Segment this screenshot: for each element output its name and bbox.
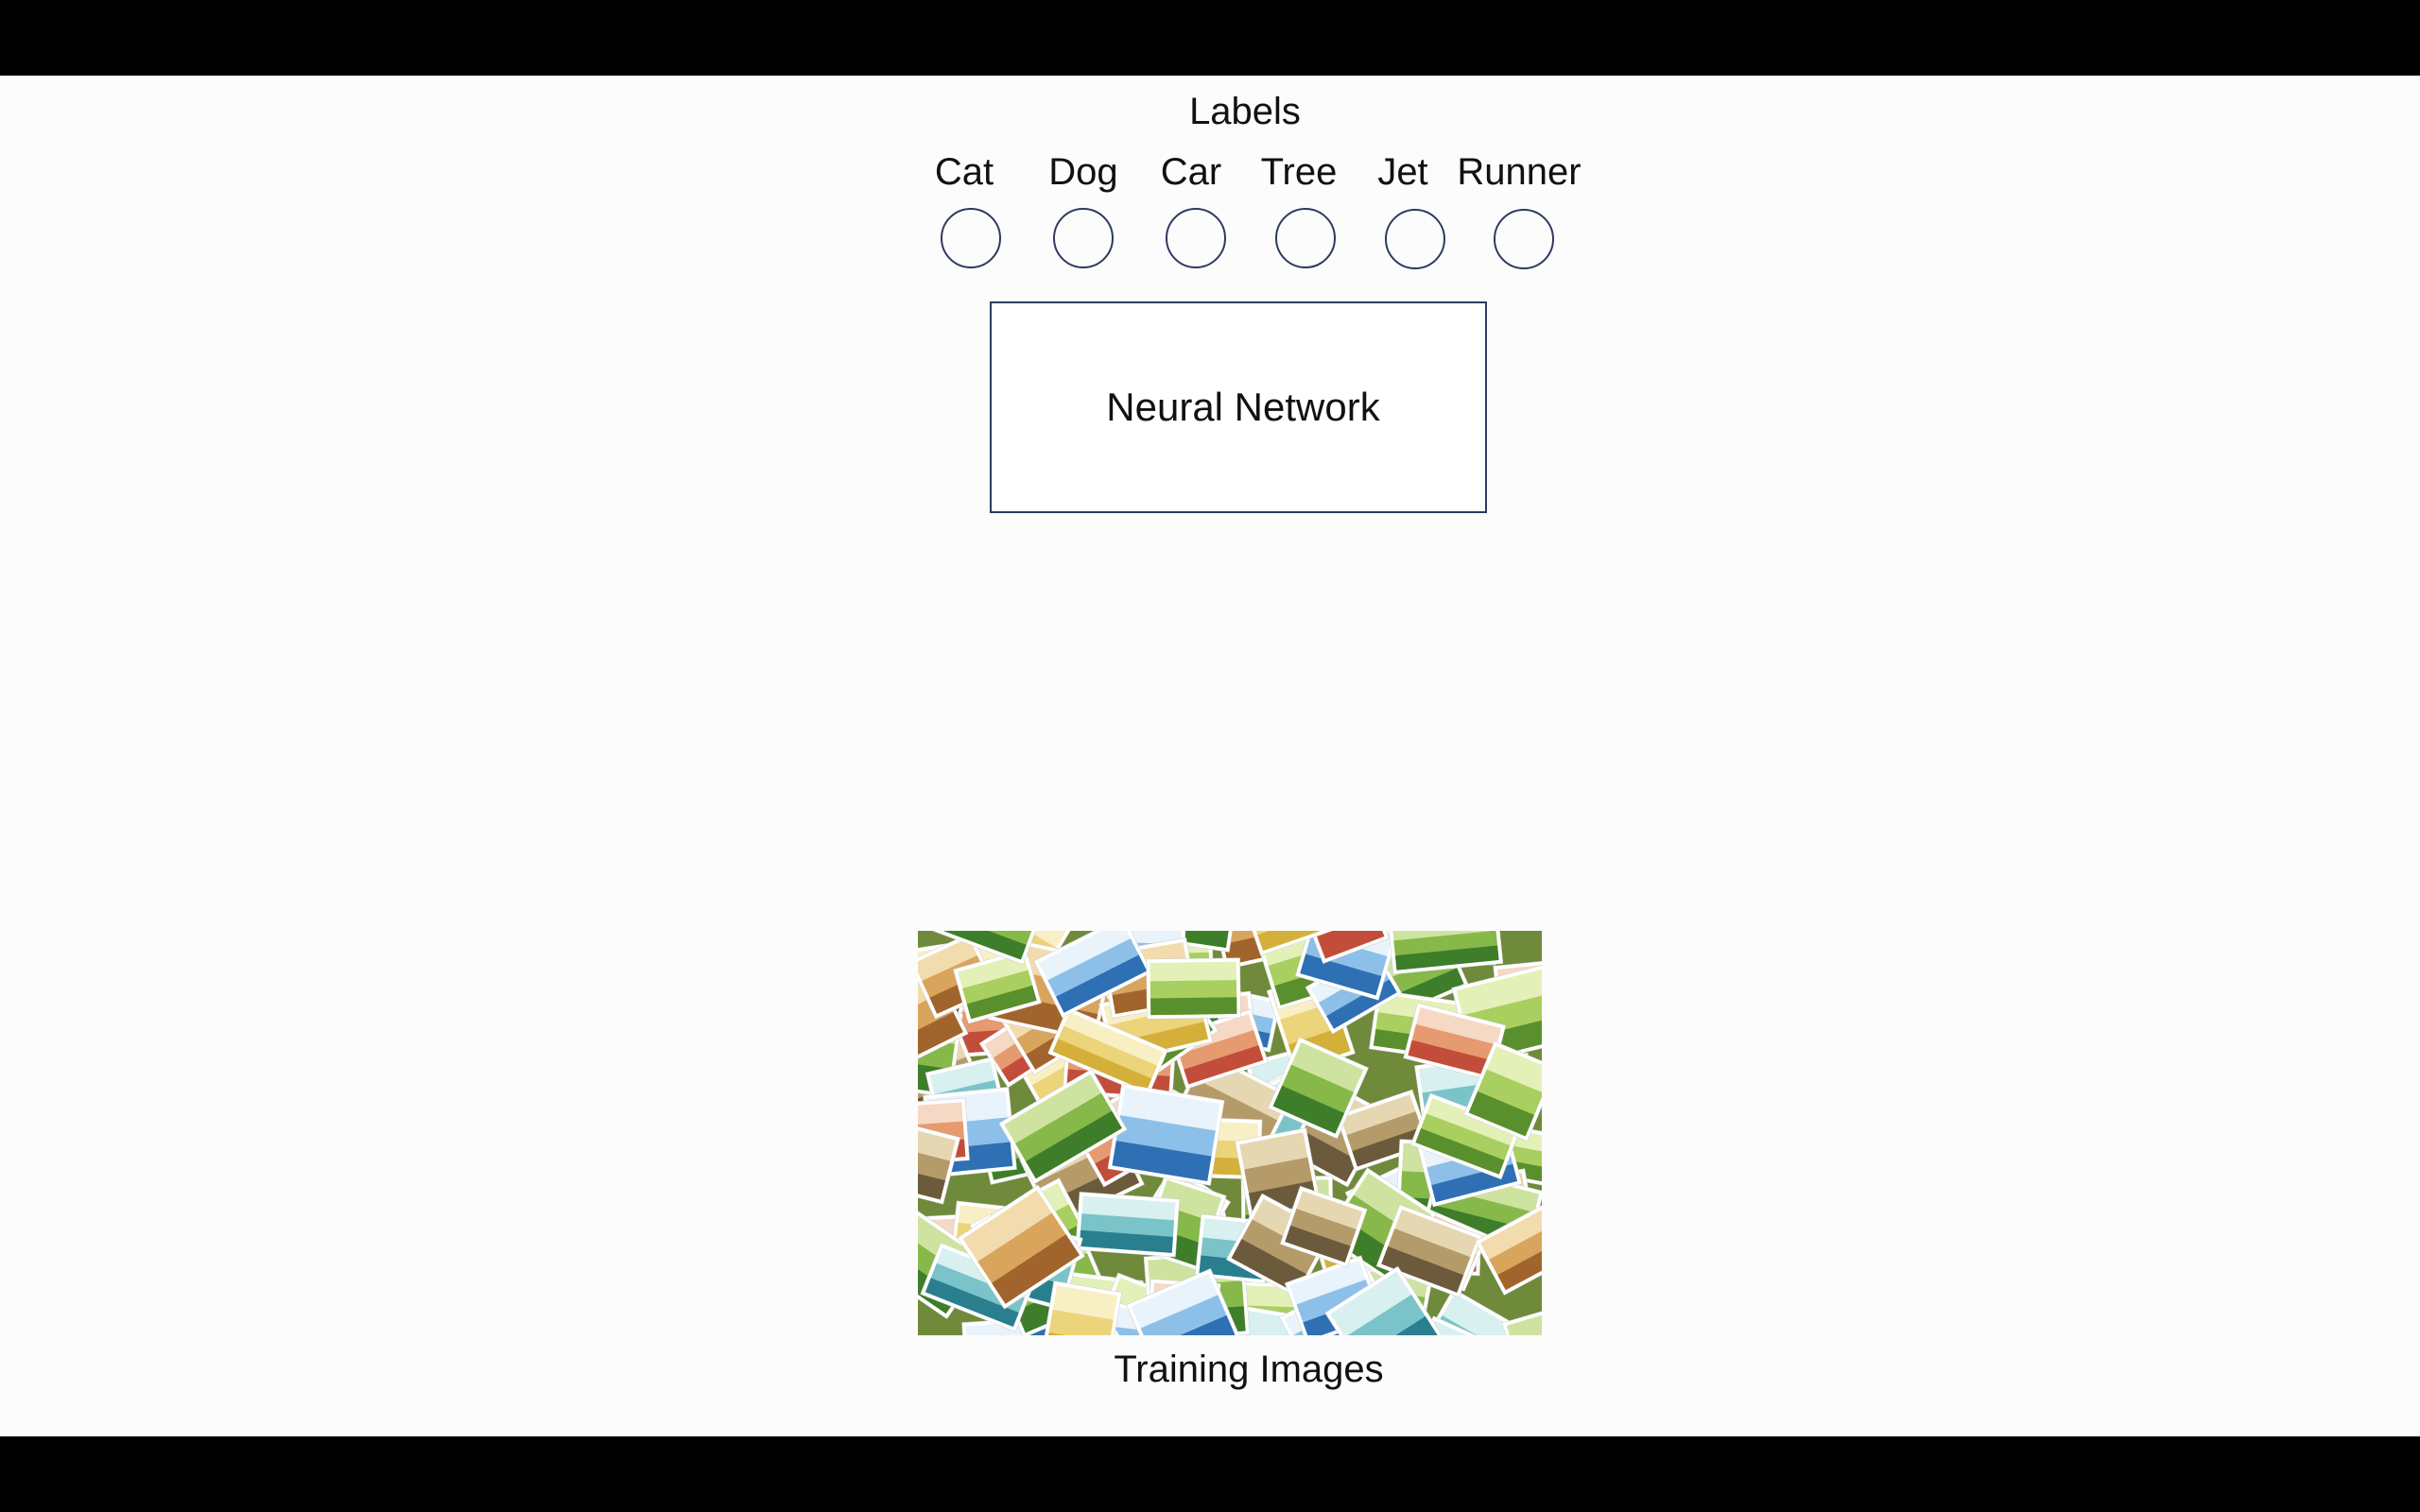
label-dog: Dog	[1017, 149, 1150, 195]
label-text: Jet	[1377, 151, 1428, 193]
collage-photo	[1324, 1265, 1444, 1335]
label-runner: Runner	[1453, 149, 1585, 195]
collage-photo	[1475, 1199, 1542, 1296]
collage-photo	[1107, 1083, 1225, 1186]
label-text: Tree	[1260, 151, 1338, 193]
label-text: Dog	[1048, 151, 1118, 193]
output-node-cat	[941, 208, 1001, 268]
collage-photo	[998, 1068, 1128, 1185]
collage-photo	[1075, 1192, 1181, 1258]
letterbox-top	[0, 0, 2420, 76]
output-node-runner	[1494, 209, 1554, 269]
collage-photo	[1240, 931, 1340, 956]
label-text: Runner	[1457, 151, 1582, 193]
output-node-car	[1166, 208, 1226, 268]
collage-photo	[919, 931, 1044, 965]
collage-photo	[1293, 931, 1390, 964]
collage-photo	[1040, 1280, 1122, 1335]
labels-title: Labels	[1189, 91, 1301, 132]
label-tree: Tree	[1233, 149, 1365, 195]
photo-collage-image	[918, 931, 1542, 1335]
label-car: Car	[1125, 149, 1257, 195]
collage-photo	[1033, 931, 1152, 1019]
collage-photo	[952, 948, 1042, 1024]
collage-photo	[1279, 1185, 1368, 1268]
collage-photo	[1388, 931, 1504, 975]
collage-photo	[957, 1184, 1085, 1310]
label-cat: Cat	[898, 149, 1030, 195]
collage-photo	[1463, 1040, 1542, 1142]
collage-photo	[918, 1120, 961, 1205]
training-images-label: Training Images	[1114, 1349, 1384, 1390]
collage-photo	[1126, 1268, 1241, 1335]
collage-photo	[1168, 1008, 1269, 1090]
collage-photo	[1047, 1006, 1168, 1097]
collage-photo	[1146, 957, 1241, 1020]
label-text: Car	[1160, 151, 1222, 193]
output-node-jet	[1385, 209, 1445, 269]
slide: Labels Cat Dog Car Tree Jet Runner Neura…	[0, 76, 2420, 1436]
output-node-tree	[1275, 208, 1336, 268]
collage-photo	[1268, 1037, 1370, 1140]
output-node-dog	[1053, 208, 1114, 268]
label-jet: Jet	[1337, 149, 1469, 195]
neural-network-box: Neural Network	[990, 301, 1487, 513]
collage-photo	[1409, 1092, 1522, 1180]
letterbox-bottom	[0, 1436, 2420, 1512]
training-images-collage	[918, 931, 1542, 1335]
collage-photo	[1501, 1303, 1542, 1335]
label-text: Cat	[934, 151, 994, 193]
neural-network-label: Neural Network	[1106, 385, 1380, 429]
collage-photo	[1403, 1002, 1507, 1081]
